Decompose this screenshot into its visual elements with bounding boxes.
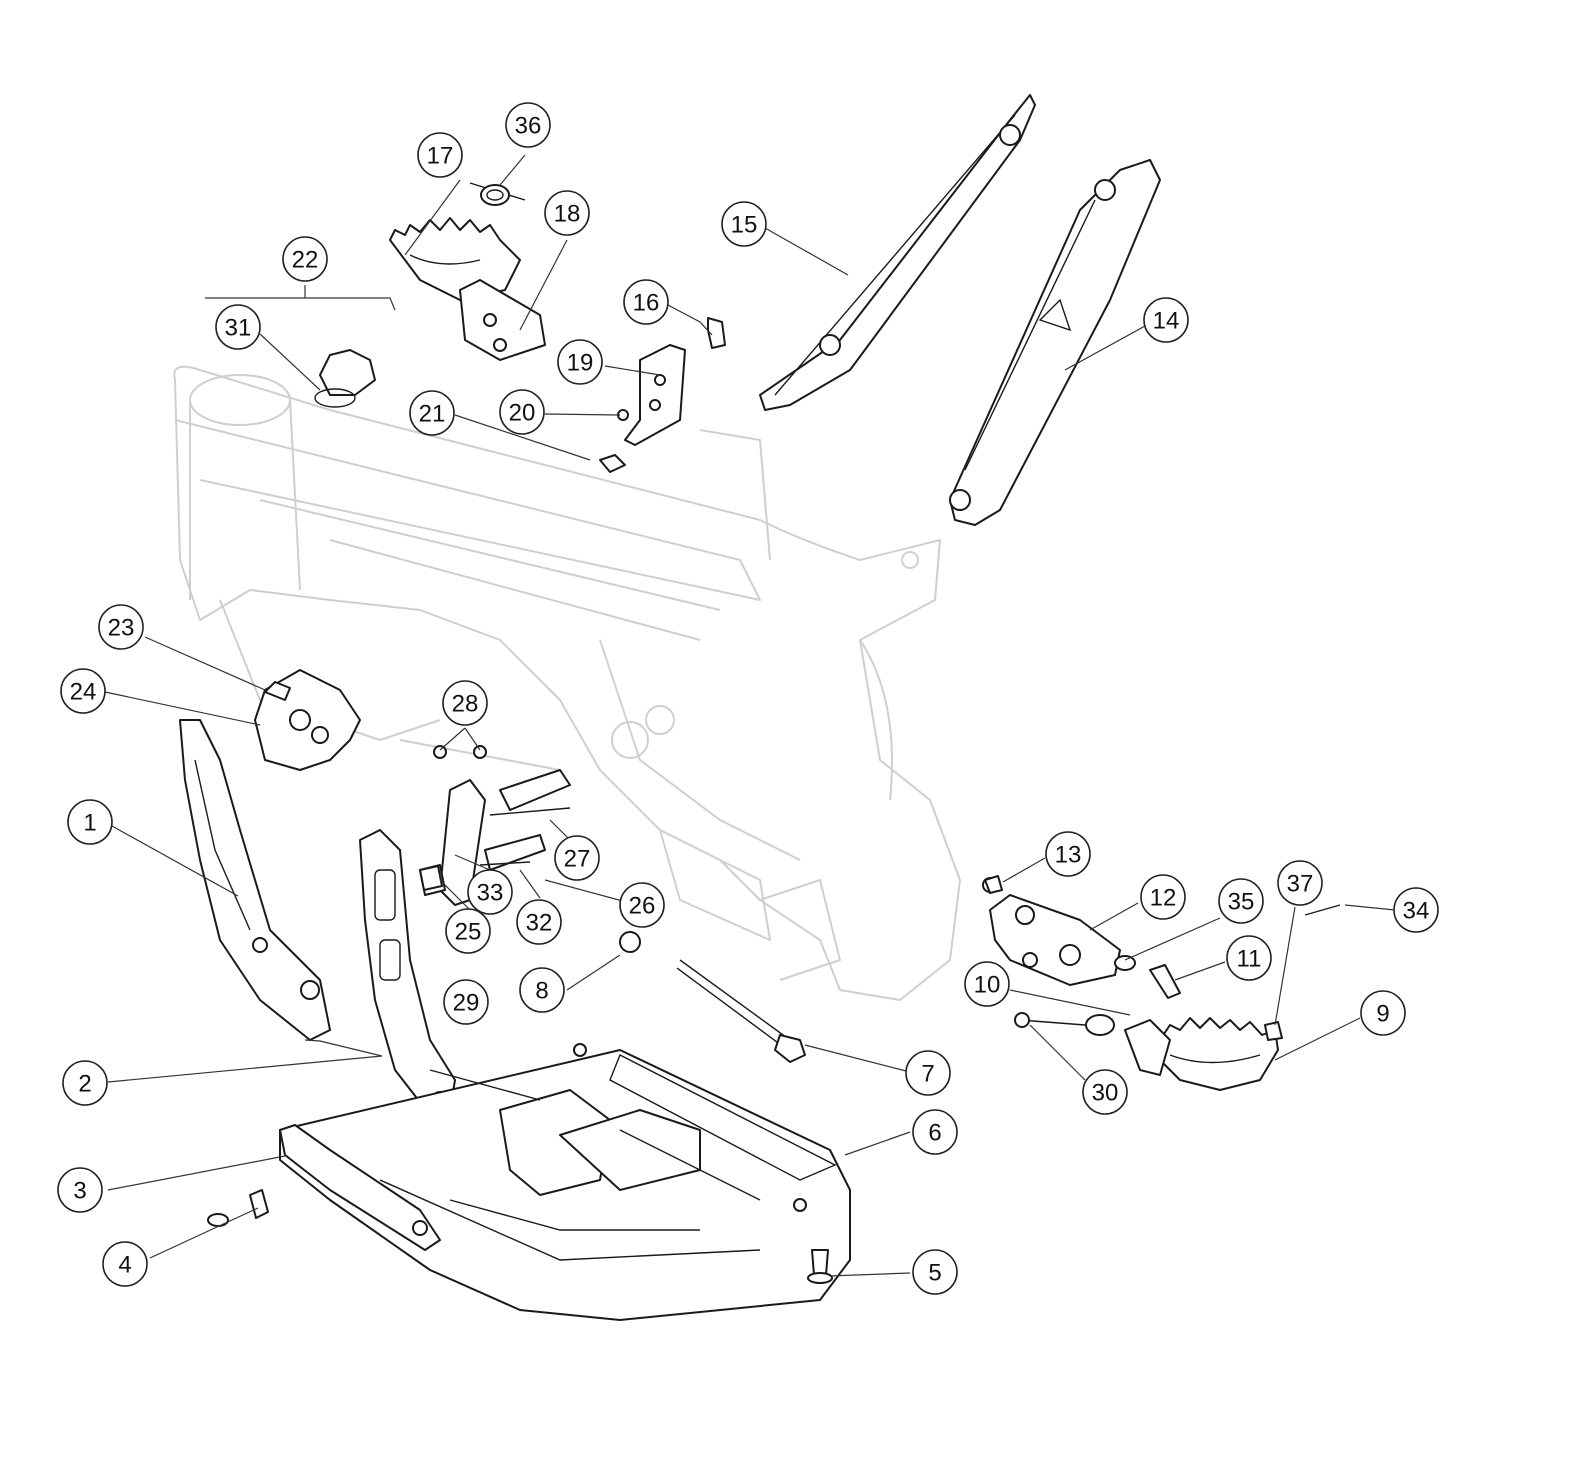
callout-14: 14 xyxy=(1143,297,1189,343)
callout-36: 36 xyxy=(505,102,551,148)
callout-29: 29 xyxy=(443,979,489,1025)
callout-label: 5 xyxy=(928,1260,941,1287)
callout-19: 19 xyxy=(557,339,603,385)
callout-10: 10 xyxy=(964,961,1010,1007)
callout-32: 32 xyxy=(516,899,562,945)
callout-label: 33 xyxy=(477,880,504,907)
side-bar-1 xyxy=(179,719,331,1041)
callout-13: 13 xyxy=(1045,831,1091,877)
callout-label: 37 xyxy=(1287,871,1314,898)
callout-30: 30 xyxy=(1082,1069,1128,1115)
callout-4: 4 xyxy=(102,1241,148,1287)
callout-label: 10 xyxy=(974,972,1001,999)
callout-label: 22 xyxy=(292,247,319,274)
callout-label: 19 xyxy=(567,350,594,377)
callout-label: 24 xyxy=(70,679,97,706)
callout-label: 11 xyxy=(1237,946,1262,973)
callout-label: 29 xyxy=(453,990,480,1017)
small-parts xyxy=(419,865,443,891)
bracket-12 xyxy=(982,877,1121,986)
callout-label: 1 xyxy=(83,810,96,837)
callout-17: 17 xyxy=(417,132,463,178)
callout-2: 2 xyxy=(62,1060,108,1106)
callout-9: 9 xyxy=(1360,990,1406,1036)
callout-18: 18 xyxy=(544,190,590,236)
spring-36 xyxy=(469,182,526,206)
callout-label: 31 xyxy=(225,315,252,342)
callout-label: 35 xyxy=(1228,889,1255,916)
callout-label: 20 xyxy=(509,400,536,427)
callout-label: 4 xyxy=(118,1252,131,1279)
callout-22: 22 xyxy=(282,236,328,282)
rail-15 xyxy=(759,94,1036,411)
callout-6: 6 xyxy=(912,1109,958,1155)
callout-23: 23 xyxy=(98,604,144,650)
callout-15: 15 xyxy=(721,201,767,247)
callout-label: 9 xyxy=(1376,1001,1389,1028)
callout-35: 35 xyxy=(1218,878,1264,924)
callout-label: 36 xyxy=(515,113,542,140)
callout-34: 34 xyxy=(1393,887,1439,933)
callout-27: 27 xyxy=(554,835,600,881)
callout-label: 15 xyxy=(731,212,758,239)
small-bolts xyxy=(207,1189,833,1284)
callout-25: 25 xyxy=(445,908,491,954)
frame-ghost xyxy=(173,365,961,1001)
callout-label: 7 xyxy=(921,1061,934,1088)
callout-31: 31 xyxy=(215,304,261,350)
callout-1: 1 xyxy=(67,799,113,845)
callout-label: 30 xyxy=(1092,1080,1119,1107)
callout-33: 33 xyxy=(467,869,513,915)
callout-label: 13 xyxy=(1055,842,1082,869)
callout-5: 5 xyxy=(912,1249,958,1295)
callout-label: 23 xyxy=(108,615,135,642)
callout-3: 3 xyxy=(57,1167,103,1213)
callout-label: 21 xyxy=(419,401,446,428)
callout-label: 6 xyxy=(928,1120,941,1147)
bracket-3 xyxy=(279,1124,441,1251)
callout-label: 16 xyxy=(633,290,660,317)
callout-label: 8 xyxy=(535,978,548,1005)
callout-28: 28 xyxy=(442,680,488,726)
right-hardware xyxy=(984,875,1341,1041)
bracket-19 xyxy=(599,317,726,473)
callout-37: 37 xyxy=(1277,860,1323,906)
rail-14 xyxy=(949,159,1161,526)
callout-label: 25 xyxy=(455,919,482,946)
footpeg-9 xyxy=(1124,1017,1279,1091)
callout-24: 24 xyxy=(60,668,106,714)
callout-label: 12 xyxy=(1150,885,1177,912)
leader-lines xyxy=(104,154,1396,1277)
callout-16: 16 xyxy=(623,279,669,325)
callout-21: 21 xyxy=(409,390,455,436)
callout-20: 20 xyxy=(499,389,545,435)
callout-12: 12 xyxy=(1140,874,1186,920)
bracket-22 xyxy=(314,349,376,408)
callout-label: 34 xyxy=(1403,898,1430,925)
callout-label: 2 xyxy=(78,1071,91,1098)
callout-label: 18 xyxy=(554,201,581,228)
callout-26: 26 xyxy=(619,882,665,928)
callout-8: 8 xyxy=(519,967,565,1013)
callout-label: 14 xyxy=(1153,308,1180,335)
callout-label: 26 xyxy=(629,893,656,920)
footpeg-17 xyxy=(389,217,546,361)
callout-label: 27 xyxy=(564,846,591,873)
bracket-24 xyxy=(254,669,361,771)
callout-11: 11 xyxy=(1226,935,1272,981)
callout-7: 7 xyxy=(905,1050,951,1096)
callout-label: 32 xyxy=(526,910,553,937)
callout-label: 17 xyxy=(427,143,454,170)
skid-plate-6 xyxy=(279,1043,851,1321)
callout-label: 28 xyxy=(452,691,479,718)
callout-label: 3 xyxy=(73,1178,86,1205)
long-bolt-7 xyxy=(676,959,806,1063)
